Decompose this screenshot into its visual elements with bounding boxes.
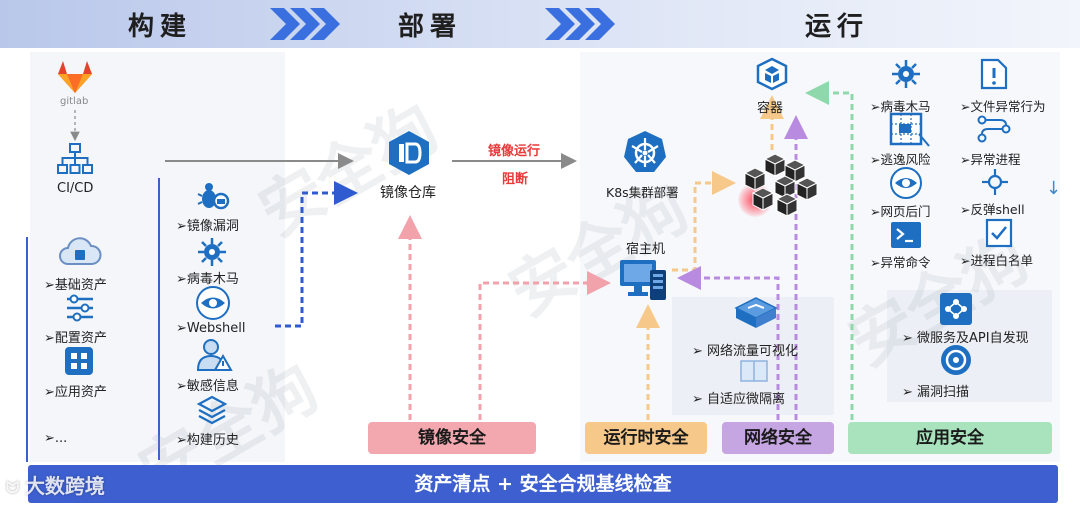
asset-compliance-banner: 资产清点 + 安全合规基线检查 xyxy=(28,465,1058,503)
user-warning-icon xyxy=(196,339,233,371)
whitelist-icon xyxy=(985,218,1013,248)
app-vuln-scan: ➢ 漏洞扫描 xyxy=(902,385,970,400)
phase-run-title: 运行 xyxy=(805,12,870,42)
registry-icon xyxy=(389,131,429,175)
app-api-discovery: ➢ 微服务及API自发现 xyxy=(902,331,1029,346)
check-image-vuln: ➢镜像漏洞 xyxy=(176,219,239,234)
block-label: 阻断 xyxy=(502,172,529,187)
network-visualize: ➢ 网络流量可视化 xyxy=(692,344,799,359)
virus-icon xyxy=(198,238,226,266)
gitlab-label: gitlab xyxy=(60,96,89,107)
kubernetes-icon xyxy=(624,131,666,172)
registry-label: 镜像仓库 xyxy=(380,185,436,201)
vuln-scan-icon xyxy=(941,345,971,375)
micro-segmentation: ➢ 自适应微隔离 xyxy=(692,392,786,407)
check-build-history: ➢构建历史 xyxy=(176,433,239,448)
container-icon xyxy=(756,57,788,91)
container-label: 容器 xyxy=(757,101,784,116)
escape-risk-icon xyxy=(889,112,930,147)
network-flow-icon xyxy=(734,297,778,328)
sliders-icon xyxy=(67,294,93,322)
tag-app-security: 应用安全 xyxy=(848,422,1052,454)
tag-network-security: 网络安全 xyxy=(722,422,834,454)
gitlab-icon xyxy=(58,61,92,93)
tag-image-security: 镜像安全 xyxy=(368,422,536,454)
check-virus: ➢病毒木马 xyxy=(176,272,239,287)
threat-reverse-shell: ➢反弹shell xyxy=(960,202,1025,217)
threat-escape: ➢逃逸风险 xyxy=(870,152,931,167)
brand-logo-icon: ᗢ xyxy=(6,478,25,497)
virus-icon xyxy=(892,60,920,88)
host-server-icon xyxy=(620,260,666,300)
microservice-icon xyxy=(940,293,972,325)
arrow-down-icon: ↓ xyxy=(1046,178,1062,199)
host-label: 宿主机 xyxy=(626,242,666,257)
k8s-label: K8s集群部署 xyxy=(606,185,679,200)
bug-scan-icon xyxy=(197,183,230,210)
tag-runtime-security: 运行时安全 xyxy=(585,422,707,454)
asset-config: ➢配置资产 xyxy=(44,331,107,346)
threat-whitelist: ➢进程白名单 xyxy=(960,253,1033,268)
threat-file-behavior: ➢文件异常行为 xyxy=(960,99,1046,114)
check-sensitive: ➢敏感信息 xyxy=(176,379,239,394)
eye-icon xyxy=(890,167,922,199)
check-webshell: ➢Webshell xyxy=(176,321,246,336)
brand-text: 大数跨境 xyxy=(24,474,105,498)
asset-divider xyxy=(26,237,28,462)
file-alert-icon xyxy=(980,58,1008,90)
micro-segment-icon xyxy=(740,360,768,382)
eye-icon xyxy=(196,286,230,320)
threat-command: ➢异常命令 xyxy=(870,255,931,270)
apps-icon xyxy=(65,347,93,375)
threat-process: ➢异常进程 xyxy=(960,152,1021,167)
reverse-shell-icon xyxy=(982,169,1008,195)
phase-deploy-title: 部署 xyxy=(398,12,463,42)
chevron-right-icon xyxy=(545,8,615,40)
image-run-label: 镜像运行 xyxy=(488,144,541,159)
threat-virus: ➢病毒木马 xyxy=(870,99,931,114)
brand-watermark: ᗢ 大数跨境 xyxy=(6,470,105,499)
process-icon xyxy=(977,115,1011,143)
threat-backdoor: ➢网页后门 xyxy=(870,204,931,219)
asset-more: ➢... xyxy=(44,431,68,446)
build-divider xyxy=(158,178,160,460)
terminal-icon xyxy=(891,222,921,248)
cloud-icon xyxy=(59,237,102,265)
phase-build-title: 构建 xyxy=(128,12,193,42)
chevron-right-icon xyxy=(270,8,340,40)
cicd-icon xyxy=(57,143,93,174)
cicd-label: CI/CD xyxy=(57,181,94,196)
asset-app: ➢应用资产 xyxy=(44,385,107,400)
layers-icon xyxy=(196,395,228,425)
phase-header-bar xyxy=(0,0,1080,48)
container-cluster-icon xyxy=(743,153,819,217)
asset-basic: ➢基础资产 xyxy=(44,278,107,293)
